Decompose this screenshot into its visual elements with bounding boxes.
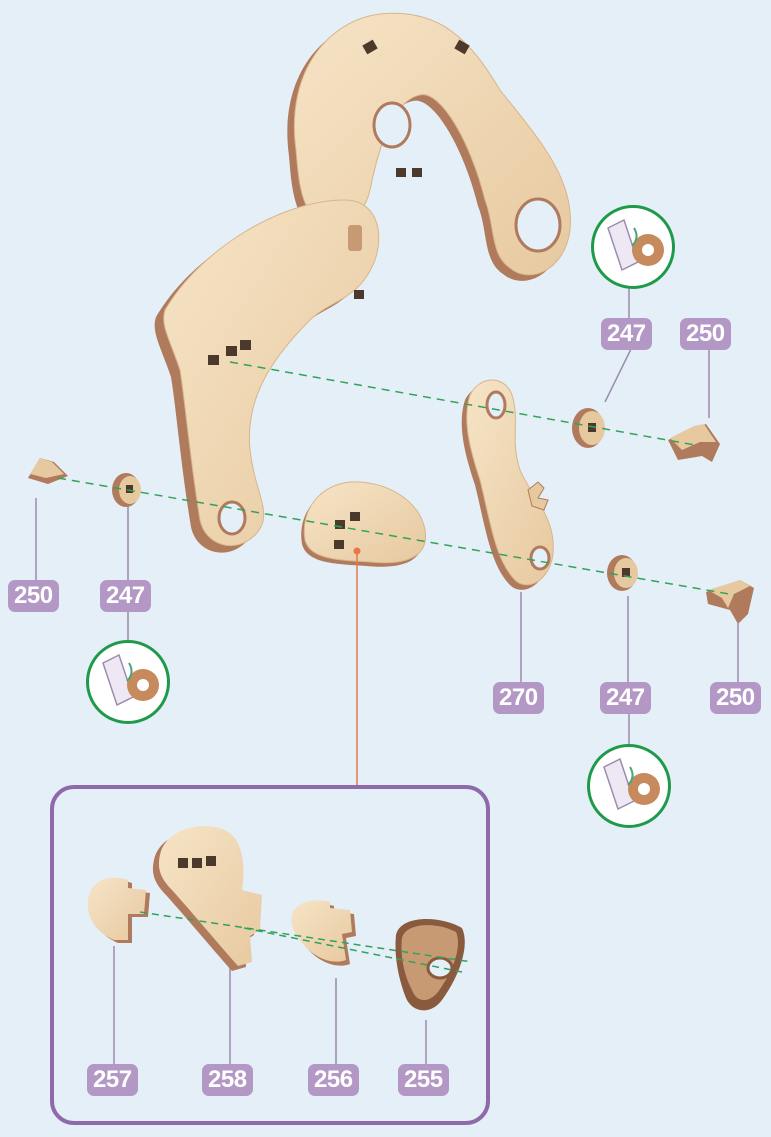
spacer-247-left bbox=[112, 473, 141, 507]
part-label-256: 256 bbox=[308, 1064, 359, 1096]
glue-badge-icon bbox=[587, 744, 671, 828]
part-label-270: 270 bbox=[493, 682, 544, 714]
glue-badge-icon bbox=[86, 640, 170, 724]
part-label-247: 247 bbox=[601, 318, 652, 350]
part-label-258: 258 bbox=[202, 1064, 253, 1096]
part-label-257: 257 bbox=[87, 1064, 138, 1096]
arm-hole bbox=[374, 103, 410, 147]
glue-tube-and-gear-icon bbox=[89, 643, 167, 721]
part-label-255: 255 bbox=[398, 1064, 449, 1096]
spacer-247-top bbox=[572, 408, 605, 448]
part-label-250: 250 bbox=[8, 580, 59, 612]
glue-badge-icon bbox=[591, 205, 675, 289]
part-label-247: 247 bbox=[100, 580, 151, 612]
part-label-247: 247 bbox=[600, 682, 651, 714]
glue-tube-and-gear-icon bbox=[594, 208, 672, 286]
pin-250-left bbox=[28, 458, 68, 484]
middle-block-part bbox=[301, 482, 425, 567]
arm-hole bbox=[516, 199, 560, 251]
pin-250-right bbox=[706, 580, 754, 624]
part-label-250: 250 bbox=[710, 682, 761, 714]
glue-tube-and-gear-icon bbox=[590, 747, 668, 825]
pin-250-top-right bbox=[668, 424, 720, 462]
detail-pointer bbox=[354, 548, 361, 786]
part-label-250: 250 bbox=[680, 318, 731, 350]
